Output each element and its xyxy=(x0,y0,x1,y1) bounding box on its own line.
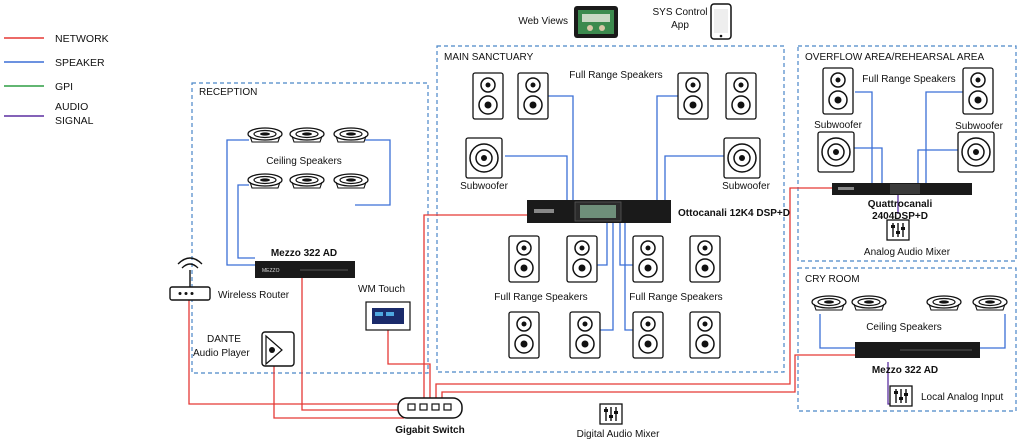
quattrocanali-label-1: Quattrocanali xyxy=(868,199,933,210)
gigabit-switch-label: Gigabit Switch xyxy=(395,425,464,436)
overflow-frs-label: Full Range Speakers xyxy=(862,74,955,85)
local-analog-input-label: Local Analog Input xyxy=(921,392,1004,403)
ottocanali-amplifier-icon[interactable] xyxy=(527,200,671,223)
dante-player-label-1: DANTE xyxy=(207,334,241,345)
dante-player-label-2: Audio Player xyxy=(193,348,250,359)
subwoofer-icon xyxy=(723,137,761,179)
mezzo-amplifier-icon[interactable]: MEZZO xyxy=(255,261,355,278)
svg-text:MEZZO: MEZZO xyxy=(262,268,280,274)
speaker-wiring xyxy=(226,91,1006,349)
full-range-speaker-icon xyxy=(822,67,854,115)
subwoofer-icon xyxy=(957,131,995,173)
main-sub-left-label: Subwoofer xyxy=(460,181,508,192)
cry-ceiling-label: Ceiling Speakers xyxy=(866,322,942,333)
full-range-speaker-icon xyxy=(508,311,540,359)
main-frs-bottom-left-label: Full Range Speakers xyxy=(494,292,587,303)
subwoofer-icon xyxy=(817,131,855,173)
quattrocanali-label-2: 2404DSP+D xyxy=(872,211,928,222)
overflow-mixer-label: Analog Audio Mixer xyxy=(864,247,951,258)
cry-room-title: CRY ROOM xyxy=(805,274,860,285)
overflow-title: OVERFLOW AREA/REHEARSAL AREA xyxy=(805,52,984,63)
legend-speaker-label: SPEAKER xyxy=(55,57,105,69)
tablet-icon[interactable] xyxy=(574,6,618,38)
ceiling-speaker-icon xyxy=(851,295,887,311)
ceiling-speaker-row-2 xyxy=(247,173,369,189)
full-range-speaker-icon xyxy=(677,72,709,120)
legend-audio-label: AUDIO xyxy=(55,101,88,113)
gigabit-switch-icon[interactable] xyxy=(397,397,463,419)
ceiling-speaker-icon xyxy=(289,127,325,143)
ceiling-speaker-row-1 xyxy=(247,127,369,143)
reception-zone xyxy=(191,82,429,374)
ceiling-speaker-icon xyxy=(333,127,369,143)
digital-mixer-label: Digital Audio Mixer xyxy=(577,429,660,440)
full-range-speaker-icon xyxy=(508,235,540,283)
sys-control-label-2: App xyxy=(671,20,689,31)
quattrocanali-amplifier-icon[interactable] xyxy=(832,183,972,195)
legend-network-label: NETWORK xyxy=(55,33,109,45)
analog-mixer-icon[interactable] xyxy=(886,219,910,241)
subwoofer-icon xyxy=(465,137,503,179)
overflow-sub-right-label: Subwoofer xyxy=(955,121,1003,132)
ottocanali-label: Ottocanali 12K4 DSP+D xyxy=(678,208,790,219)
ceiling-speaker-icon xyxy=(333,173,369,189)
legend-signal-label: SIGNAL xyxy=(55,115,94,127)
full-range-speaker-icon xyxy=(962,67,994,115)
full-range-speaker-icon xyxy=(517,72,549,120)
overflow-sub-left-label: Subwoofer xyxy=(814,120,862,131)
main-frs-bottom-right-label: Full Range Speakers xyxy=(629,292,722,303)
network-wiring xyxy=(188,187,855,419)
cry-mezzo-amplifier-icon[interactable] xyxy=(855,342,980,358)
wireless-router-icon[interactable] xyxy=(169,257,211,301)
dante-audio-player-icon[interactable] xyxy=(261,331,295,367)
cry-amp-label: Mezzo 322 AD xyxy=(872,365,938,376)
sys-control-label-1: SYS Control xyxy=(652,7,707,18)
full-range-speaker-icon xyxy=(632,311,664,359)
overflow-zone xyxy=(797,45,1017,262)
full-range-speaker-icon xyxy=(569,311,601,359)
ceiling-speaker-icon xyxy=(811,295,847,311)
full-range-speaker-icon xyxy=(725,72,757,120)
web-views-label: Web Views xyxy=(518,16,568,27)
full-range-speaker-icon xyxy=(566,235,598,283)
cry-room-zone xyxy=(797,267,1017,412)
full-range-speaker-icon xyxy=(632,235,664,283)
main-frs-top-label: Full Range Speakers xyxy=(569,70,662,81)
reception-ceiling-label: Ceiling Speakers xyxy=(266,156,342,167)
main-sanctuary-zone xyxy=(436,45,785,373)
reception-amp-label: Mezzo 322 AD xyxy=(271,248,337,259)
full-range-speaker-icon xyxy=(472,72,504,120)
ceiling-speaker-icon xyxy=(247,127,283,143)
main-sanctuary-title: MAIN SANCTUARY xyxy=(444,52,534,63)
ceiling-speaker-icon xyxy=(972,295,1008,311)
wm-touch-label: WM Touch xyxy=(358,284,405,295)
legend-gpi-label: GPI xyxy=(55,81,73,93)
digital-mixer-icon[interactable] xyxy=(599,403,623,425)
local-analog-input-icon[interactable] xyxy=(889,385,913,407)
ceiling-speaker-icon xyxy=(247,173,283,189)
smartphone-icon[interactable] xyxy=(710,3,732,40)
wm-touch-panel-icon[interactable] xyxy=(365,301,411,331)
ceiling-speaker-icon xyxy=(926,295,962,311)
ceiling-speaker-icon xyxy=(289,173,325,189)
full-range-speaker-icon xyxy=(689,311,721,359)
main-sub-right-label: Subwoofer xyxy=(722,181,770,192)
wireless-router-label: Wireless Router xyxy=(218,290,290,301)
reception-title: RECEPTION xyxy=(199,87,257,98)
full-range-speaker-icon xyxy=(689,235,721,283)
legend: NETWORK SPEAKER GPI AUDIO SIGNAL xyxy=(4,33,109,127)
